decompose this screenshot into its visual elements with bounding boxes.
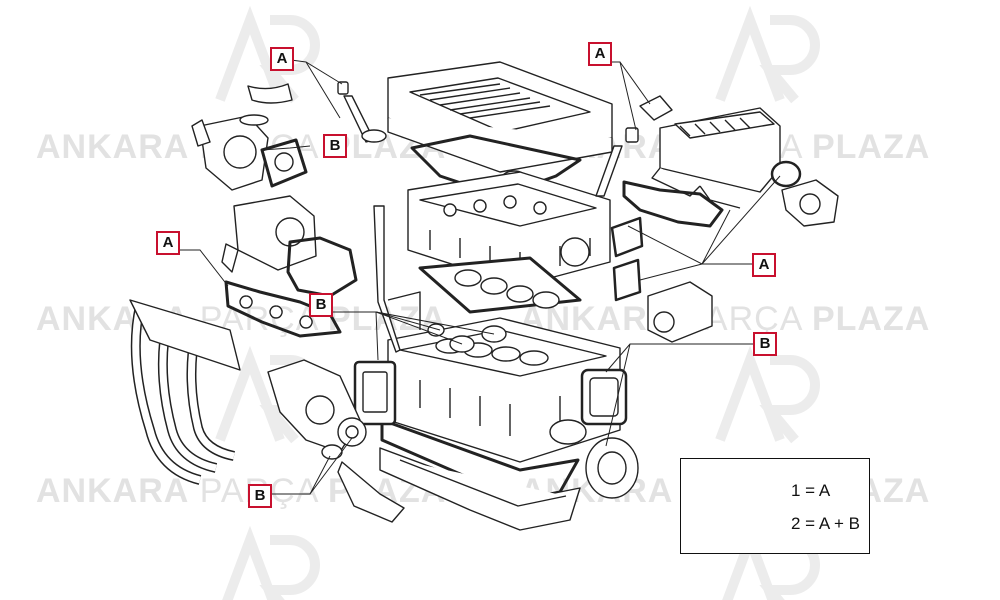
thermostat-housing <box>647 281 713 343</box>
callout-b-water-pump: B <box>323 134 347 158</box>
callout-a-top-left: A <box>270 47 294 71</box>
valve-cover-gasket <box>410 134 582 198</box>
vacuum-fitting <box>639 95 673 121</box>
exhaust-manifold <box>129 299 241 485</box>
valve-head <box>361 129 387 143</box>
throttle-body <box>781 179 839 227</box>
exhaust-manifold-gasket <box>224 280 342 338</box>
oil-pickup-tube <box>337 461 405 523</box>
intake-manifold-gasket <box>622 180 724 228</box>
dipstick-tube <box>373 205 401 353</box>
exhaust-port-holes <box>239 295 313 329</box>
timing-belt-cover <box>267 359 361 453</box>
callout-a-right: A <box>752 253 776 277</box>
valve-cover <box>387 61 613 173</box>
oil-pump-gasket <box>286 236 358 298</box>
intake-manifold <box>651 107 781 209</box>
water-pump <box>191 115 269 191</box>
head-gasket <box>418 256 582 314</box>
legend-box: 1 = A 2 = A + B <box>680 458 870 554</box>
callout-b-middle: B <box>309 293 333 317</box>
callout-b-bottom-left: B <box>248 484 272 508</box>
water-pump-gasket <box>260 138 308 188</box>
valve <box>595 145 623 197</box>
side-cover-gasket <box>580 368 628 426</box>
rear-main-seal <box>585 437 639 499</box>
egr-gasket <box>610 216 644 258</box>
throttle-body-gasket <box>770 160 802 188</box>
cylinder-head <box>407 171 611 287</box>
watermark-logo-icon <box>715 345 820 444</box>
callout-a-top-right: A <box>588 42 612 66</box>
water-pump-gasket-right <box>612 258 642 302</box>
watermark-logo-icon <box>222 525 320 600</box>
callout-a-left: A <box>156 231 180 255</box>
watermark-logo-icon <box>715 5 820 104</box>
valve-stem-seal-left <box>337 81 349 95</box>
valve-stem-seal <box>625 127 639 143</box>
oil-pump <box>221 195 317 273</box>
legend-line-2: 2 = A + B <box>791 514 861 533</box>
coolant-hose-elbow <box>247 83 293 104</box>
legend-line-1: 1 = A <box>791 481 831 500</box>
oil-pickup-gasket <box>321 444 343 460</box>
timing-cover-gasket <box>353 360 397 426</box>
water-pump-o-ring <box>239 114 269 126</box>
watermark-logo-icon <box>215 5 320 104</box>
leader-lines <box>168 59 781 495</box>
crankshaft-pulley-seal <box>337 417 367 447</box>
callout-b-right: B <box>753 332 777 356</box>
oil-pan <box>379 447 581 531</box>
